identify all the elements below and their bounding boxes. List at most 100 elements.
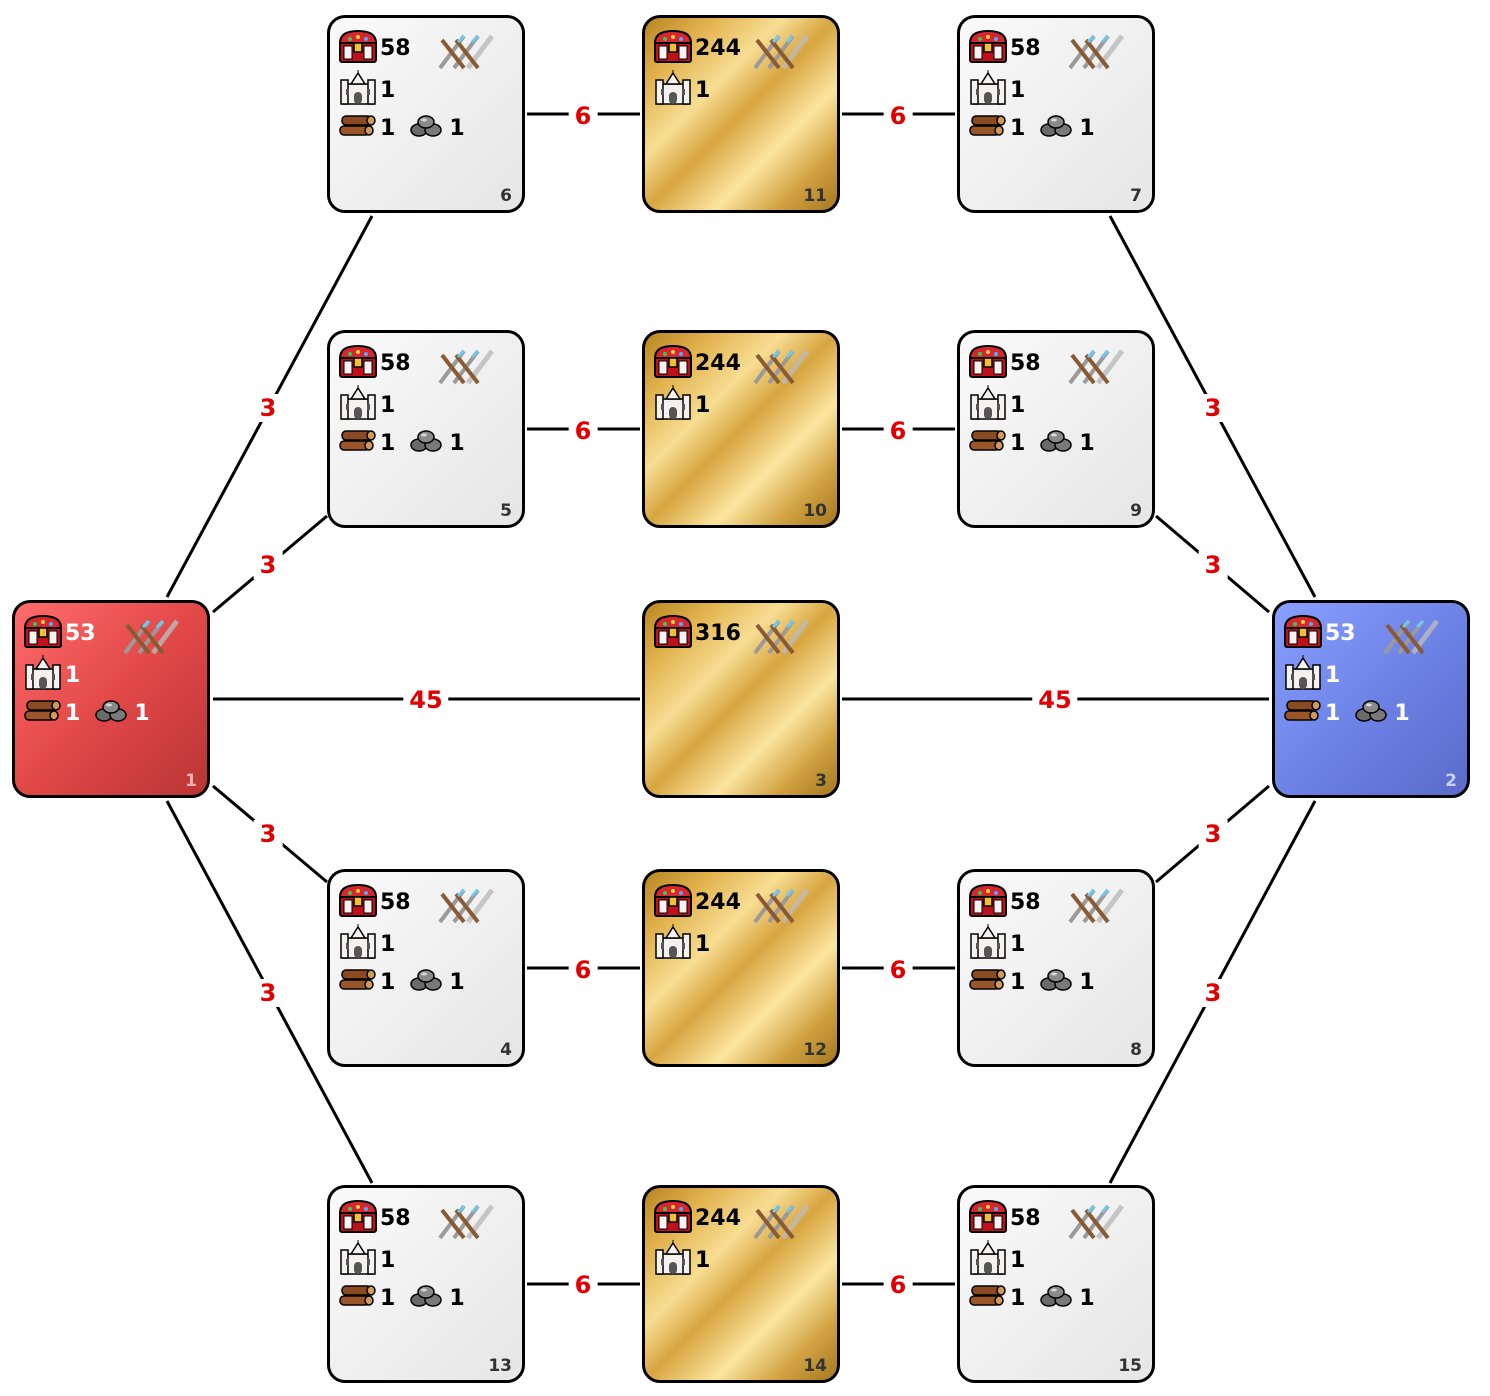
gold-value: 58 [380, 889, 411, 915]
stones-icon [1037, 427, 1077, 459]
edge-cost-label: 6 [568, 956, 598, 984]
treasure-chest-icon [653, 882, 693, 922]
wood-count: 1 [65, 700, 81, 726]
crossed-swords-icon[interactable] [749, 343, 813, 395]
stone-count: 1 [449, 430, 465, 456]
edge-cost-label: 6 [883, 417, 913, 445]
crossed-swords-icon[interactable] [749, 613, 813, 665]
gold-value: 244 [695, 1205, 741, 1231]
stone-count: 1 [134, 700, 150, 726]
treasure-chest-icon [653, 1198, 693, 1238]
castle-row: 1 [338, 924, 395, 964]
crossed-swords-icon[interactable] [1064, 343, 1128, 395]
castle-count: 1 [695, 1247, 711, 1273]
castle-icon [653, 1240, 693, 1280]
castle-icon [968, 70, 1008, 110]
logs-icon [338, 112, 378, 144]
stone-count: 1 [1079, 1285, 1095, 1311]
castle-row: 1 [653, 924, 710, 964]
map-tile-14[interactable]: 244 1 14 [642, 1185, 840, 1383]
stones-icon [1037, 112, 1077, 144]
castle-row: 1 [23, 655, 80, 695]
crossed-swords-icon[interactable] [1064, 28, 1128, 80]
castle-count: 1 [380, 1247, 396, 1273]
map-tile-3[interactable]: 316 3 [642, 600, 840, 798]
crossed-swords-icon[interactable] [119, 613, 183, 665]
stones-icon [407, 1282, 447, 1314]
castle-icon [968, 385, 1008, 425]
tile-number: 10 [803, 501, 827, 521]
gold-value: 244 [695, 350, 741, 376]
edge-cost-label: 6 [568, 1271, 598, 1299]
crossed-swords-icon[interactable] [749, 882, 813, 934]
gold-value: 58 [1010, 35, 1041, 61]
crossed-swords-icon[interactable] [1064, 1198, 1128, 1250]
tile-number: 13 [488, 1356, 512, 1376]
castle-icon [653, 924, 693, 964]
treasure-chest-icon [968, 28, 1008, 68]
crossed-swords-icon[interactable] [1379, 613, 1443, 665]
edge-cost-label: 6 [883, 956, 913, 984]
gold-value: 58 [1010, 889, 1041, 915]
stones-icon [407, 427, 447, 459]
tile-number: 4 [500, 1040, 512, 1060]
gold-row: 316 [653, 613, 741, 653]
tile-number: 3 [815, 771, 827, 791]
tile-number: 8 [1130, 1040, 1142, 1060]
castle-row: 1 [653, 70, 710, 110]
castle-row: 1 [968, 924, 1025, 964]
wood-count: 1 [380, 969, 396, 995]
stones-icon [1037, 1282, 1077, 1314]
tile-number: 2 [1445, 771, 1457, 791]
castle-icon [1283, 655, 1323, 695]
crossed-swords-icon[interactable] [434, 882, 498, 934]
castle-count: 1 [1010, 931, 1026, 957]
logs-icon [338, 1282, 378, 1314]
crossed-swords-icon[interactable] [749, 1198, 813, 1250]
gold-value: 58 [380, 350, 411, 376]
treasure-chest-icon [653, 613, 693, 653]
gold-value: 53 [65, 620, 96, 646]
stone-count: 1 [1394, 700, 1410, 726]
edge-cost-label: 3 [1198, 551, 1228, 579]
crossed-swords-icon[interactable] [434, 1198, 498, 1250]
edge-cost-label: 3 [1198, 979, 1228, 1007]
castle-count: 1 [695, 77, 711, 103]
crossed-swords-icon[interactable] [434, 343, 498, 395]
crossed-swords-icon[interactable] [749, 28, 813, 80]
gold-row: 58 [338, 1198, 411, 1238]
castle-icon [338, 924, 378, 964]
crossed-swords-icon[interactable] [434, 28, 498, 80]
treasure-chest-icon [338, 28, 378, 68]
logs-icon [338, 966, 378, 998]
gold-row: 58 [968, 343, 1041, 383]
castle-row: 1 [968, 385, 1025, 425]
edge-cost-label: 6 [883, 102, 913, 130]
wood-count: 1 [380, 430, 396, 456]
castle-count: 1 [695, 931, 711, 957]
logs-icon [968, 1282, 1008, 1314]
wood-count: 1 [1010, 115, 1026, 141]
treasure-chest-icon [968, 1198, 1008, 1238]
castle-row: 1 [338, 385, 395, 425]
gold-row: 53 [23, 613, 96, 653]
logs-icon [968, 966, 1008, 998]
tile-number: 14 [803, 1356, 827, 1376]
gold-value: 58 [380, 35, 411, 61]
crossed-swords-icon[interactable] [1064, 882, 1128, 934]
